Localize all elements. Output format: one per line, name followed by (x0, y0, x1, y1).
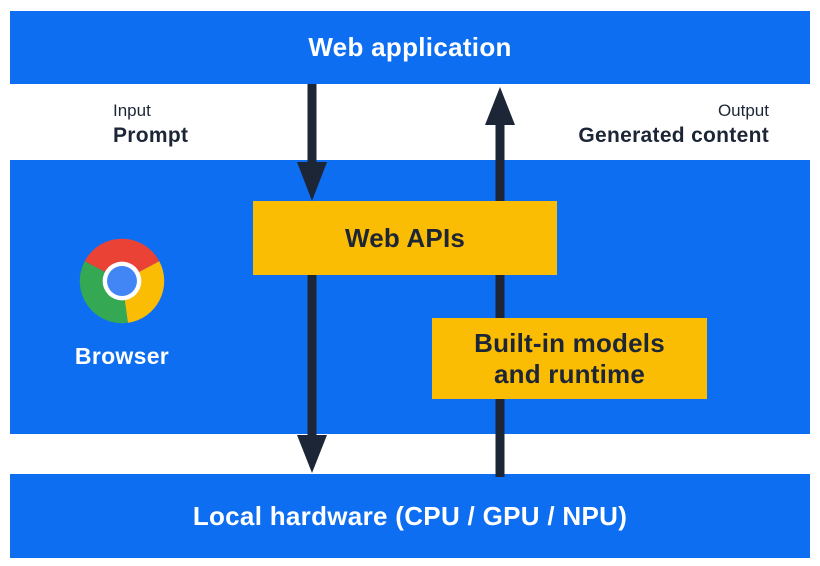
input-label-group: Input Prompt (113, 100, 188, 148)
output-label-group: Output Generated content (578, 100, 769, 148)
chrome-icon-green-segment (79, 261, 128, 324)
down-arrow-lower (297, 268, 327, 473)
input-title: Input (113, 101, 151, 120)
local-hardware-label: Local hardware (CPU / GPU / NPU) (192, 500, 628, 531)
chrome-icon-blue-center (107, 266, 137, 296)
chrome-icon-red-segment (84, 238, 160, 281)
browser-label: Browser (74, 343, 170, 369)
web-application-bar: Web application (10, 11, 810, 84)
local-hardware-bar: Local hardware (CPU / GPU / NPU) (10, 474, 810, 558)
chrome-icon (79, 238, 165, 324)
up-arrow (485, 87, 515, 477)
output-title: Output (717, 101, 769, 120)
web-apis-label: Web APIs (344, 222, 466, 253)
down-arrow-upper (297, 84, 327, 201)
web-apis-box: Web APIs (253, 201, 557, 275)
web-application-label: Web application (308, 32, 512, 62)
output-value-generated-content: Generated content (578, 124, 769, 147)
builtin-models-box: Built-in models and runtime (432, 318, 707, 399)
builtin-models-label-line1: Built-in models (474, 327, 665, 358)
builtin-models-label-line2: and runtime (494, 358, 645, 389)
input-value-prompt: Prompt (113, 124, 189, 147)
